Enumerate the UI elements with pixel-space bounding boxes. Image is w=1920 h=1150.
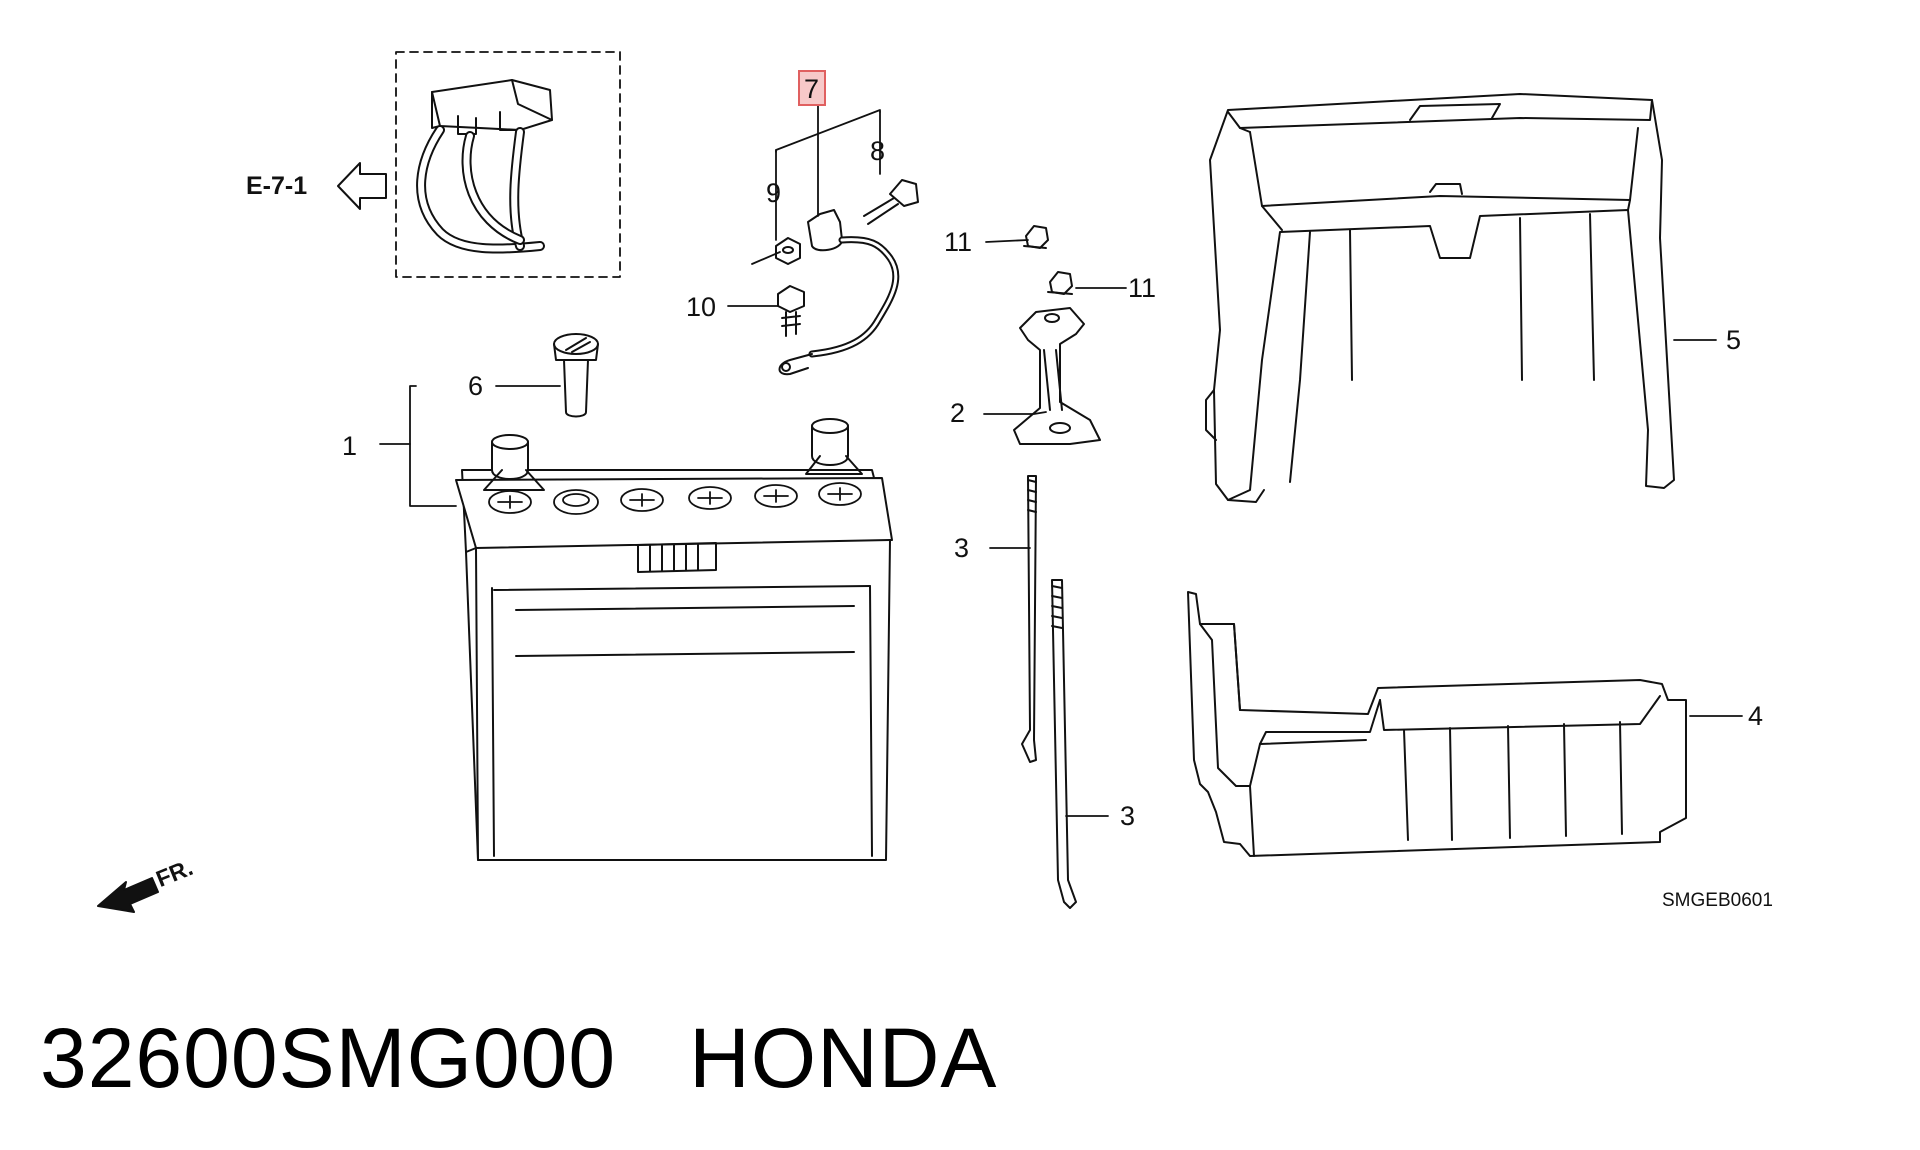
caption: 32600SMG000 HONDA	[40, 1010, 997, 1107]
callout-7[interactable]: 7	[804, 74, 820, 104]
callout-2[interactable]: 2	[950, 398, 966, 428]
harness-inset	[395, 51, 621, 278]
callout-8[interactable]: 8	[870, 136, 886, 166]
flange-nut-11b	[1047, 271, 1073, 295]
callout-3b[interactable]: 3	[1120, 801, 1136, 831]
battery-box-cover	[1205, 93, 1675, 503]
callout-3a[interactable]: 3	[954, 533, 970, 563]
callout-11a[interactable]: 11	[944, 227, 973, 257]
caption-gap	[616, 1011, 689, 1105]
callout-6[interactable]: 6	[468, 371, 484, 401]
hold-down-rod-upper	[1021, 475, 1037, 763]
battery	[455, 418, 893, 861]
ground-cable	[778, 209, 900, 376]
hold-down-bracket	[1013, 307, 1101, 445]
callout-7-highlight	[798, 70, 826, 106]
reference-label[interactable]: E-7-1	[246, 172, 308, 200]
callout-11b[interactable]: 11	[1128, 273, 1157, 303]
callout-1[interactable]: 1	[342, 431, 358, 461]
callout-5[interactable]: 5	[1726, 325, 1742, 355]
brand-name: HONDA	[689, 1011, 998, 1105]
callout-10[interactable]: 10	[686, 292, 717, 322]
leader-lines	[379, 105, 1743, 817]
battery-tray	[1187, 591, 1687, 857]
part-number: 32600SMG000	[40, 1011, 617, 1105]
bolt-10	[777, 285, 805, 337]
drawing-code: SMGEB0601	[1662, 890, 1773, 911]
nut-9	[775, 237, 801, 265]
flange-nut-11a	[1023, 225, 1049, 249]
bolt-8	[863, 179, 919, 225]
callout-9[interactable]: 9	[766, 178, 782, 208]
callout-4[interactable]: 4	[1748, 701, 1764, 731]
reference-arrow	[337, 162, 387, 210]
hold-down-rod-lower	[1051, 579, 1077, 909]
vent-plug	[553, 333, 599, 418]
front-direction-arrow	[97, 877, 159, 913]
